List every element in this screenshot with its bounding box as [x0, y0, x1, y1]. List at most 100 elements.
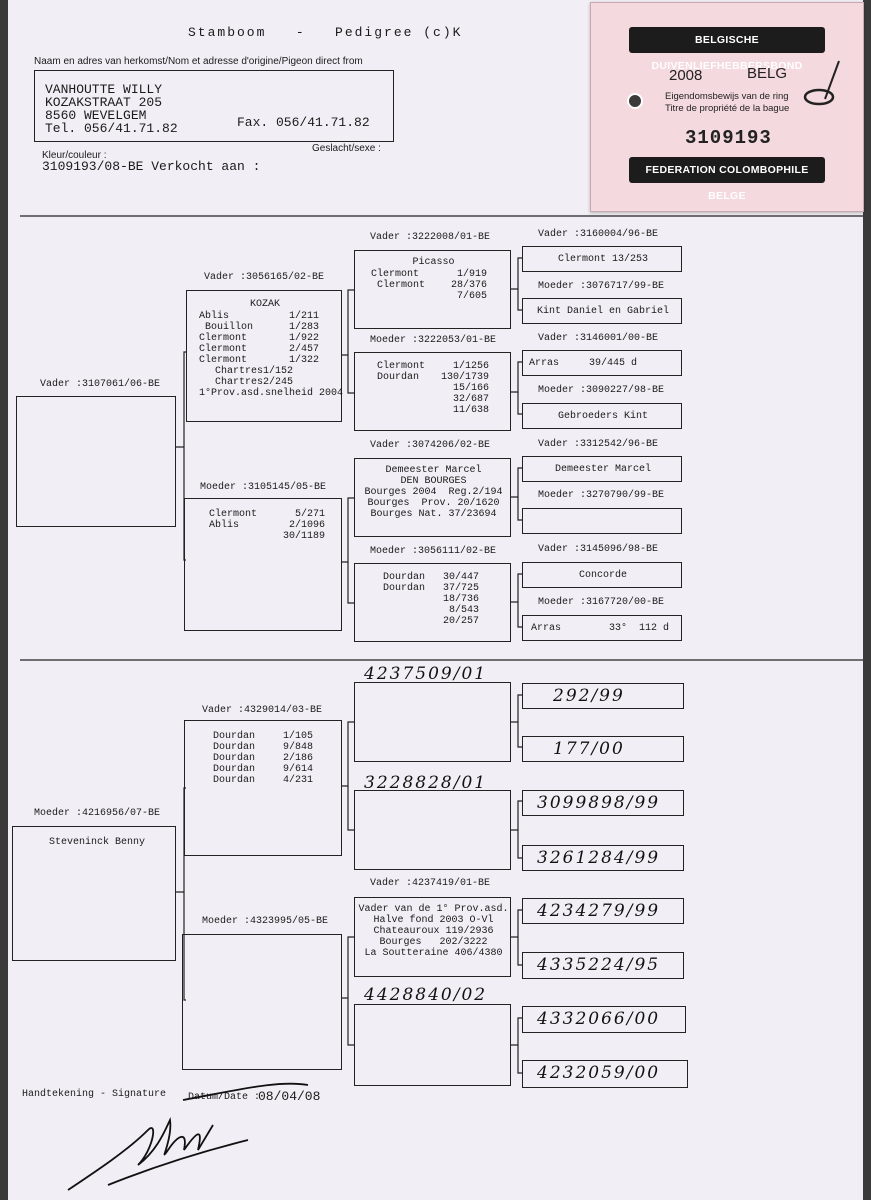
g4-e-label: Vader :3312542/96-BE [538, 439, 659, 450]
g4-j-handwritten-ring: 177/00 [553, 739, 625, 759]
g4-p-box: 4232059/00 [522, 1060, 688, 1088]
result-place: Clermont [371, 269, 420, 280]
g4-b-box: Kint Daniel en Gabriel [522, 298, 682, 324]
sire-sire-name: KOZAK [249, 299, 280, 310]
g3-5-box [354, 682, 511, 762]
info-line: Halve fond 2003 O-Vl [373, 915, 494, 926]
dam-label: Moeder :4216956/07-BE [34, 808, 161, 819]
g3-6-box [354, 790, 511, 870]
pedigree-connector-lines [20, 215, 863, 1191]
g4-c-label: Vader :3146001/00-BE [538, 333, 659, 344]
g4-g-text: Concorde [578, 570, 627, 581]
g4-n-box: 4335224/95 [522, 952, 684, 979]
g4-k-box: 3099898/99 [522, 790, 684, 816]
result-place: Clermont [199, 333, 248, 344]
result-place: Dourdan [383, 572, 426, 583]
info-line: DEN BOURGES [400, 476, 467, 487]
result-place: Bouillon [205, 322, 254, 333]
g4-h-text: Arras 33° 112 d [531, 623, 670, 634]
result-place: Clermont [209, 509, 258, 520]
result-value: 7/605 [456, 291, 487, 302]
g4-l-box: 3261284/99 [522, 845, 684, 871]
g4-e-text: Demeester Marcel [554, 464, 651, 475]
g4-m-box: 4234279/99 [522, 898, 684, 924]
card-text-nl: Eigendomsbewijs van de ring [665, 91, 789, 102]
result-value: 1/105 [282, 731, 313, 742]
result-place: Dourdan [383, 583, 426, 594]
result-value: 2/457 [288, 344, 319, 355]
g4-c-box: Arras 39/445 d [522, 350, 682, 376]
card-text-fr: Titre de propriété de la bague [665, 103, 790, 114]
result-value: 20/257 [442, 616, 479, 627]
result-value: 9/848 [282, 742, 313, 753]
g4-c-text: Arras 39/445 d [529, 358, 638, 369]
g3-3-label: Vader :3074206/02-BE [370, 440, 491, 451]
dam-dam-box [182, 934, 342, 1070]
result-place: Clermont [377, 280, 426, 291]
g4-m-handwritten-ring: 4234279/99 [537, 901, 661, 921]
page-title: Stamboom - Pedigree (c)K [188, 25, 463, 40]
result-value: 9/614 [282, 764, 313, 775]
result-place: Dourdan [213, 742, 256, 753]
result-value: 18/736 [442, 594, 479, 605]
g3-1-label: Vader :3222008/01-BE [370, 232, 491, 243]
result-value: 15/166 [452, 383, 489, 394]
result-place: Ablis [209, 520, 240, 531]
g4-k-handwritten-ring: 3099898/99 [537, 793, 661, 813]
sire-sire-extra: 1°Prov.asd.snelheid 2004 [199, 388, 344, 399]
card-year: 2008 [669, 67, 703, 84]
origin-label: Naam en adres van herkomst/Nom et adress… [34, 56, 363, 67]
info-line: Bourges Prov. 20/1620 [367, 498, 500, 509]
origin-address-box: VANHOUTTE WILLY KOZAKSTRAAT 205 8560 WEV… [34, 70, 394, 142]
result-place: Dourdan [377, 372, 420, 383]
g4-b-label: Moeder :3076717/99-BE [538, 281, 665, 292]
result-place: Clermont [199, 355, 248, 366]
g4-p-handwritten-ring: 4232059/00 [537, 1063, 661, 1083]
card-country: BELG [747, 65, 788, 82]
g4-d-text: Gebroeders Kint [557, 411, 648, 422]
g3-7-text: Vader van de 1° Prov.asd.Halve fond 2003… [355, 904, 512, 959]
sex-label: Geslacht/sexe : [312, 143, 381, 154]
info-line: Chateauroux 119/2936 [373, 926, 494, 937]
dam-sire-label: Vader :4329014/03-BE [202, 705, 323, 716]
result-place: Dourdan [213, 764, 256, 775]
result-value: 130/1739 [440, 372, 489, 383]
sire-sire-label: Vader :3056165/02-BE [204, 272, 325, 283]
info-line: Bourges 202/3222 [379, 937, 488, 948]
card-bottom-banner: FEDERATION COLOMBOPHILE BELGE [629, 157, 825, 202]
result-value: 8/543 [448, 605, 479, 616]
result-place: Dourdan [213, 753, 256, 764]
color-label: Kleur/couleur : [42, 150, 107, 161]
g4-j-box: 177/00 [522, 736, 684, 762]
g4-l-handwritten-ring: 3261284/99 [537, 848, 661, 868]
dam-box: Steveninck Benny [12, 826, 176, 961]
g4-i-handwritten-ring: 292/99 [553, 686, 625, 706]
result-place: Clermont [199, 344, 248, 355]
result-place: Ablis [199, 311, 230, 322]
g4-d-box: Gebroeders Kint [522, 403, 682, 429]
fax-number: Fax. 056/41.71.82 [237, 115, 370, 130]
g4-g-box: Concorde [522, 562, 682, 588]
info-line: Bourges 2004 Reg.2/194 [364, 487, 503, 498]
g3-2-label: Moeder :3222053/01-BE [370, 335, 497, 346]
g3-7-box: Vader van de 1° Prov.asd.Halve fond 2003… [354, 897, 511, 977]
g4-o-box: 4332066/00 [522, 1006, 686, 1033]
ring-icon [803, 60, 840, 106]
g3-4-label: Moeder :3056111/02-BE [370, 546, 497, 557]
g4-a-label: Vader :3160004/96-BE [538, 229, 659, 240]
g4-e-box: Demeester Marcel [522, 456, 682, 482]
